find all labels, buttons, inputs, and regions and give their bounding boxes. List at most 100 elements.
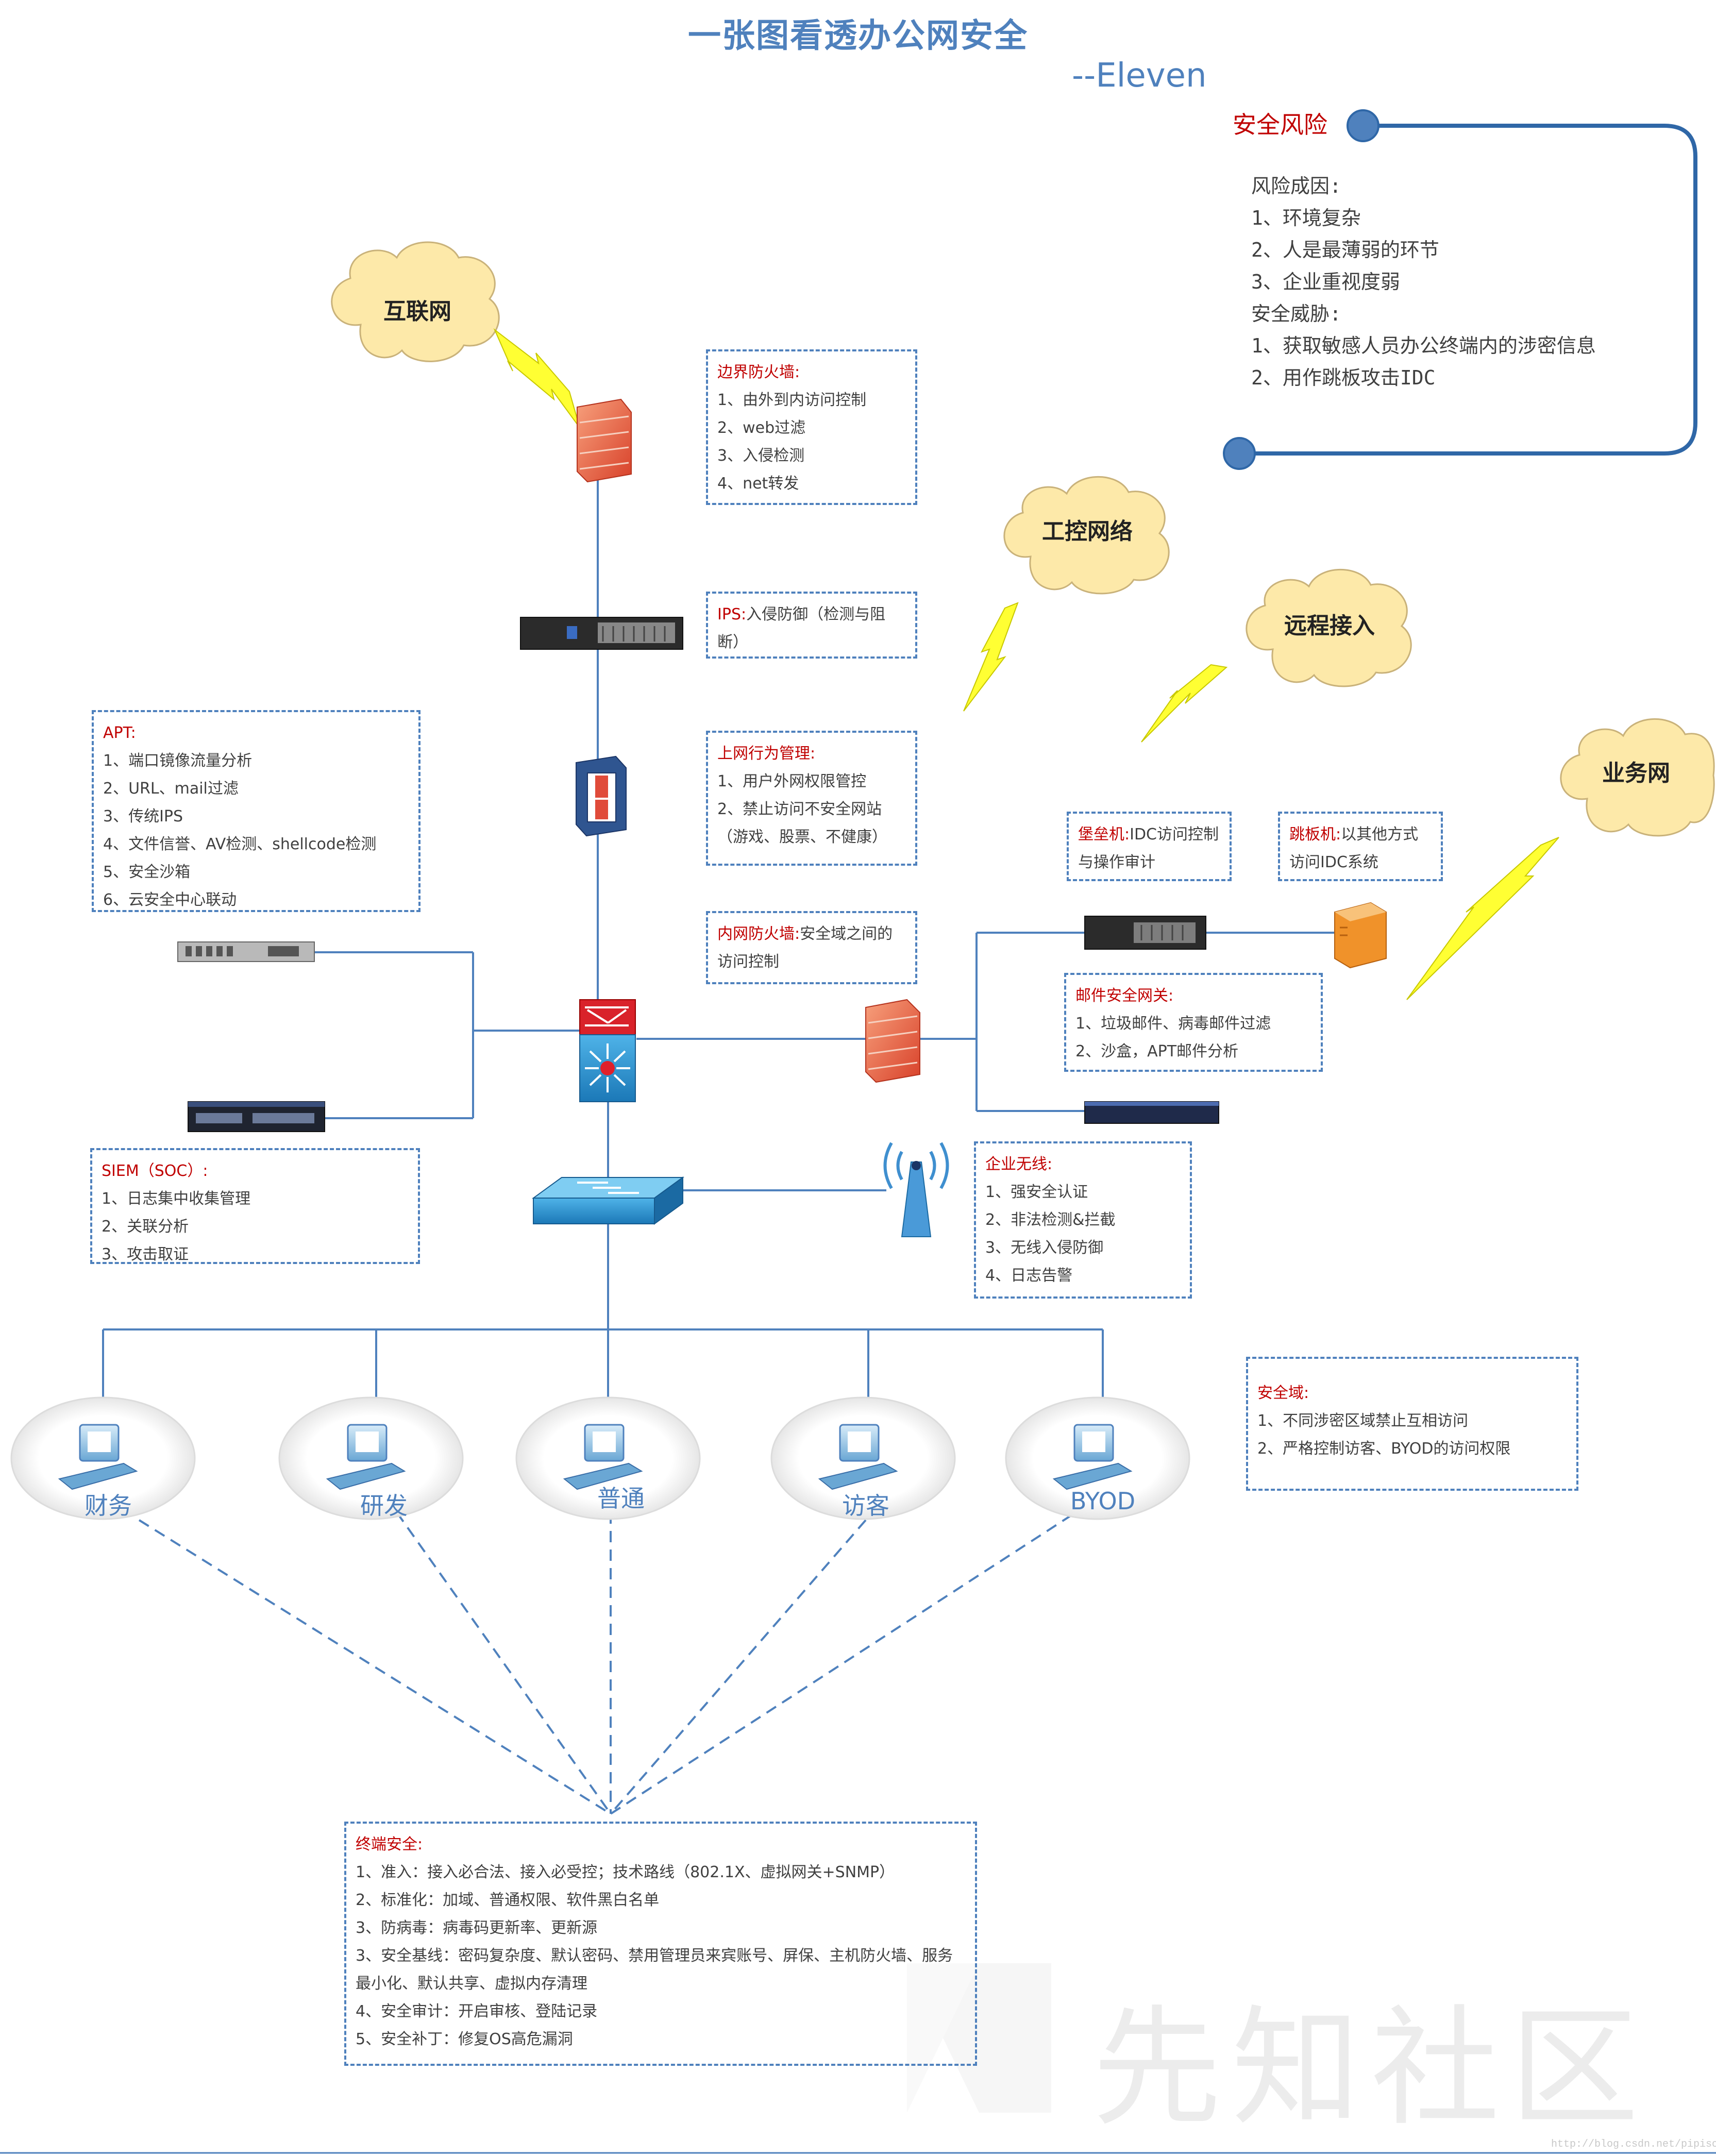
risk-title: 安全风险	[1233, 111, 1327, 139]
mail-gateway-icon	[1084, 1101, 1219, 1124]
connection-lines	[102, 469, 1335, 1402]
terminal-label-byod: BYOD	[1070, 1487, 1136, 1515]
risk-list: 风险成因: 1、环境复杂 2、人是最薄弱的环节 3、企业重视度弱 安全威胁: 1…	[1251, 170, 1596, 394]
box-line: 4、日志告警	[985, 1267, 1073, 1285]
box-title: SIEM（SOC）:	[102, 1162, 208, 1180]
wireless-ap-icon	[883, 1142, 949, 1237]
ips-box: IPS:入侵防御（检测与阻断）	[706, 592, 917, 659]
risk-line: 2、人是最薄弱的环节	[1251, 239, 1439, 261]
terminal-label-rnd: 研发	[360, 1492, 408, 1520]
box-line: 3、无线入侵防御	[985, 1239, 1104, 1257]
box-title: 上网行为管理:	[717, 745, 816, 763]
endpoint-dashed-lines	[138, 1511, 1073, 1815]
box-text: 以其他方式访问IDC系统	[1289, 826, 1419, 871]
cloud-business	[1560, 718, 1715, 837]
risk-bracket	[1223, 109, 1697, 470]
box-line: 1、由外到内访问控制	[717, 391, 867, 409]
box-line: 1、用户外网权限管控	[717, 772, 867, 790]
box-text: 安全域之间的访问控制	[717, 925, 893, 971]
box-line: 3、入侵检测	[717, 447, 805, 465]
box-line: 1、准入：接入必合法、接入必受控；技术路线（802.1X、虚拟网关+SNMP）	[356, 1863, 895, 1881]
box-title: 企业无线:	[985, 1155, 1053, 1173]
box-title: APT:	[103, 724, 136, 742]
terminal-byod-icon	[1005, 1396, 1190, 1520]
watermark-logo	[907, 1963, 1051, 2113]
ips-device-icon	[520, 617, 683, 650]
terminal-finance-icon	[10, 1396, 196, 1520]
behavior-management-box: 上网行为管理: 1、用户外网权限管控 2、禁止访问不安全网站（游戏、股票、不健康…	[706, 731, 917, 866]
box-line: 2、严格控制访客、BYOD的访问权限	[1257, 1440, 1511, 1458]
risk-line: 2、用作跳板攻击IDC	[1251, 366, 1436, 389]
box-title: 邮件安全网关:	[1075, 987, 1174, 1005]
box-line: 2、web过滤	[717, 419, 806, 437]
cloud-business-label: 业务网	[1602, 760, 1670, 786]
bastion-device-icon	[1084, 916, 1206, 950]
cloud-internet	[331, 241, 500, 362]
box-title: 边界防火墙:	[717, 363, 800, 381]
box-line: 4、net转发	[717, 475, 799, 493]
terminal-visitor-icon	[770, 1396, 956, 1520]
box-line: 3、防病毒：病毒码更新率、更新源	[356, 1919, 598, 1937]
apt-device-icon	[177, 941, 315, 962]
risk-line: 1、环境复杂	[1251, 207, 1361, 229]
core-switch-icon	[579, 999, 636, 1102]
lightning-remote-icon	[1141, 664, 1228, 743]
jump-box: 跳板机:以其他方式访问IDC系统	[1278, 812, 1443, 881]
security-domain-box: 安全域: 1、不同涉密区域禁止互相访问 2、严格控制访客、BYOD的访问权限	[1246, 1357, 1578, 1491]
cloud-remote	[1246, 568, 1412, 687]
lightning-ics-icon	[963, 602, 1019, 712]
lightning-internet-icon	[493, 328, 580, 428]
box-title: 安全域:	[1257, 1384, 1309, 1402]
box-line: 2、关联分析	[102, 1218, 189, 1236]
box-title: 跳板机:	[1289, 826, 1341, 844]
box-line: 2、禁止访问不安全网站（游戏、股票、不健康）	[717, 800, 887, 846]
lightning-bolts	[493, 328, 1559, 1000]
box-line: 1、日志集中收集管理	[102, 1190, 251, 1208]
cloud-ics-label: 工控网络	[1042, 518, 1133, 545]
terminal-normal-icon	[515, 1396, 701, 1520]
box-line: 3、传统IPS	[103, 807, 183, 826]
box-line: 2、沙盒，APT邮件分析	[1075, 1042, 1239, 1060]
terminal-rnd-icon	[278, 1396, 464, 1520]
siem-box: SIEM（SOC）: 1、日志集中收集管理 2、关联分析 3、攻击取证	[90, 1148, 420, 1264]
bastion-box: 堡垒机:IDC访问控制与操作审计	[1067, 812, 1232, 881]
page-title: 一张图看透办公网安全	[688, 17, 1028, 55]
box-line: 3、攻击取证	[102, 1245, 189, 1264]
box-line: 4、文件信誉、AV检测、shellcode检测	[103, 835, 377, 853]
watermark-text: 先知社区	[1092, 1993, 1649, 2143]
jump-server-icon	[1334, 902, 1387, 969]
inner-firewall-icon	[865, 999, 920, 1083]
siem-device-icon	[188, 1101, 325, 1132]
terminal-label-finance: 财务	[85, 1492, 132, 1520]
box-line: 3、安全基线：密码复杂度、默认密码、禁用管理员来宾账号、屏保、主机防火墙、服务最…	[356, 1947, 953, 1993]
box-title: IPS:	[717, 605, 747, 624]
box-text: IDC访问控制与操作审计	[1078, 826, 1219, 871]
mail-gateway-box: 邮件安全网关: 1、垃圾邮件、病毒邮件过滤 2、沙盒，APT邮件分析	[1064, 973, 1323, 1072]
box-line: 1、端口镜像流量分析	[103, 752, 253, 770]
cloud-remote-label: 远程接入	[1284, 613, 1375, 639]
box-line: 5、安全补丁：修复OS高危漏洞	[356, 2030, 573, 2048]
wireless-box: 企业无线: 1、强安全认证 2、非法检测&拦截 3、无线入侵防御 4、日志告警	[974, 1141, 1192, 1299]
terminal-label-visitor: 访客	[842, 1492, 889, 1520]
inner-firewall-box: 内网防火墙:安全域之间的访问控制	[706, 911, 917, 984]
box-line: 1、强安全认证	[985, 1183, 1088, 1201]
cloud-ics	[1003, 476, 1170, 595]
cloud-internet-label: 互联网	[383, 298, 451, 325]
box-line: 4、安全审计：开启审核、登陆记录	[356, 2002, 598, 2020]
apt-box: APT: 1、端口镜像流量分析 2、URL、mail过滤 3、传统IPS 4、文…	[92, 710, 420, 912]
risk-end-dot	[1223, 437, 1256, 470]
author-label: --Eleven	[1072, 57, 1207, 95]
box-line: 1、垃圾邮件、病毒邮件过滤	[1075, 1015, 1271, 1033]
risk-line: 风险成因:	[1251, 175, 1341, 197]
risk-start-dot	[1347, 109, 1379, 142]
box-line: 6、云安全中心联动	[103, 891, 237, 909]
box-line: 2、URL、mail过滤	[103, 780, 239, 798]
box-line: 2、标准化：加域、普通权限、软件黑白名单	[356, 1891, 660, 1909]
box-line: 1、不同涉密区域禁止互相访问	[1257, 1412, 1469, 1430]
risk-line: 3、企业重视度弱	[1251, 271, 1400, 293]
url-watermark: http://blog.csdn.net/pipisorry	[1551, 2138, 1716, 2150]
endpoint-security-box: 终端安全: 1、准入：接入必合法、接入必受控；技术路线（802.1X、虚拟网关+…	[344, 1822, 977, 2066]
lightning-business-icon	[1406, 837, 1559, 1000]
risk-line: 安全威胁:	[1251, 302, 1341, 325]
